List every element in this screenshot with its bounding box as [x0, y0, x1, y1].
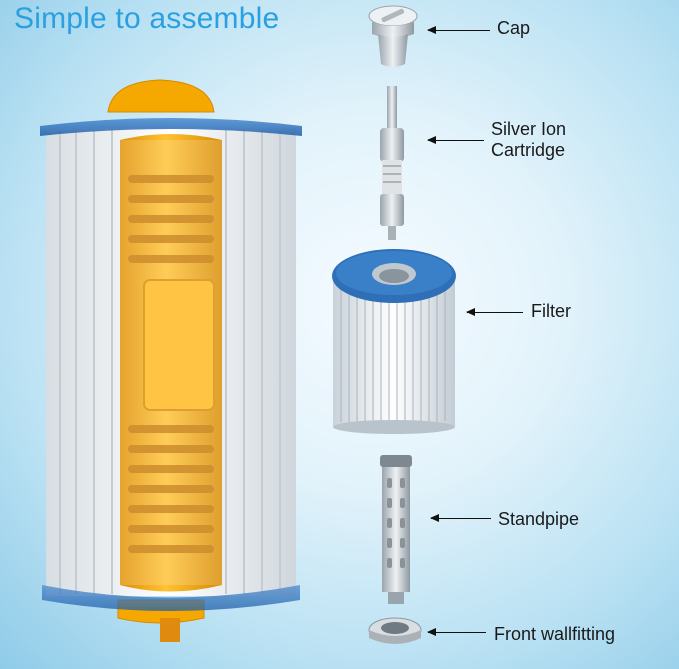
silver-ion-cartridge-label: Silver Ion Cartridge	[491, 119, 566, 161]
filter-cutaway-illustration	[40, 79, 302, 642]
wallfitting-illustration	[368, 617, 422, 644]
standpipe-arrow	[430, 514, 491, 522]
cap-label: Cap	[497, 18, 531, 38]
silver-ion-cartridge-label-line2: Cartridge	[491, 140, 566, 160]
filter-arrow	[466, 308, 523, 316]
standpipe-illustration	[380, 455, 412, 604]
standpipe-label: Standpipe	[498, 509, 580, 529]
cap-arrow	[427, 26, 490, 34]
silver-ion-cartridge-illustration	[380, 86, 404, 240]
filter-illustration	[332, 249, 456, 434]
wallfitting-label: Front wallfitting	[494, 624, 616, 644]
wallfitting-arrow	[427, 628, 486, 636]
headline: Simple to assemble	[14, 2, 280, 35]
silver-ion-cartridge-label-line1: Silver Ion	[491, 119, 567, 139]
filter-label: Filter	[531, 301, 571, 321]
cap-illustration	[368, 5, 418, 67]
silver-ion-cartridge-arrow	[427, 136, 484, 144]
